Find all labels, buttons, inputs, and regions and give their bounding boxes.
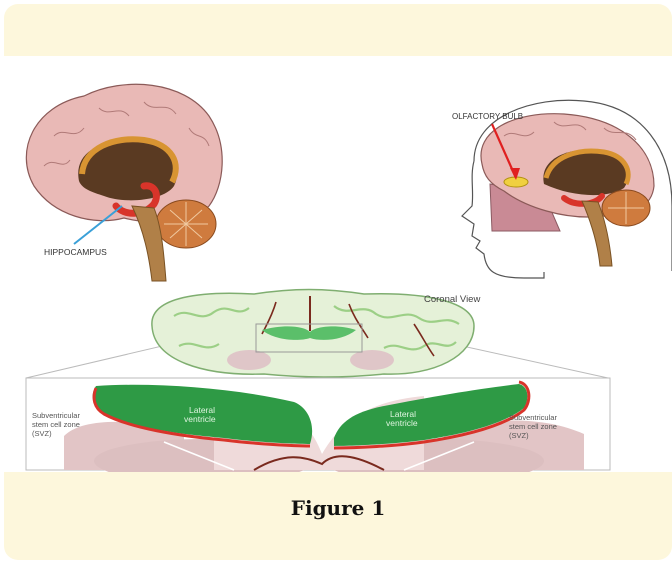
figure-card: HIPPOCAMPUS	[4, 4, 672, 560]
coronal-section	[26, 290, 608, 379]
svz-left-label-3: (SVZ)	[32, 429, 52, 438]
svz-left-label-2: stem cell zone	[32, 420, 80, 429]
svz-right-label-3: (SVZ)	[509, 431, 529, 440]
figure-panel: HIPPOCAMPUS	[4, 56, 672, 472]
hippocampus-label: HIPPOCAMPUS	[44, 247, 107, 257]
svz-right-label-2: stem cell zone	[509, 422, 557, 431]
lateral-ventricle-right-label-2: ventricle	[386, 418, 418, 428]
head-profile-right	[462, 100, 672, 278]
svz-left-label-1: Subventricular	[32, 411, 80, 420]
figure-caption: Figure 1	[4, 496, 672, 520]
olfactory-bulb-label: OLFACTORY BULB	[452, 112, 523, 121]
svz-right-label-1: Subventricular	[509, 413, 557, 422]
lateral-ventricle-left-label-2: ventricle	[184, 414, 216, 424]
brain-illustration: HIPPOCAMPUS	[4, 56, 672, 472]
coronal-view-label: Coronal View	[424, 294, 480, 305]
